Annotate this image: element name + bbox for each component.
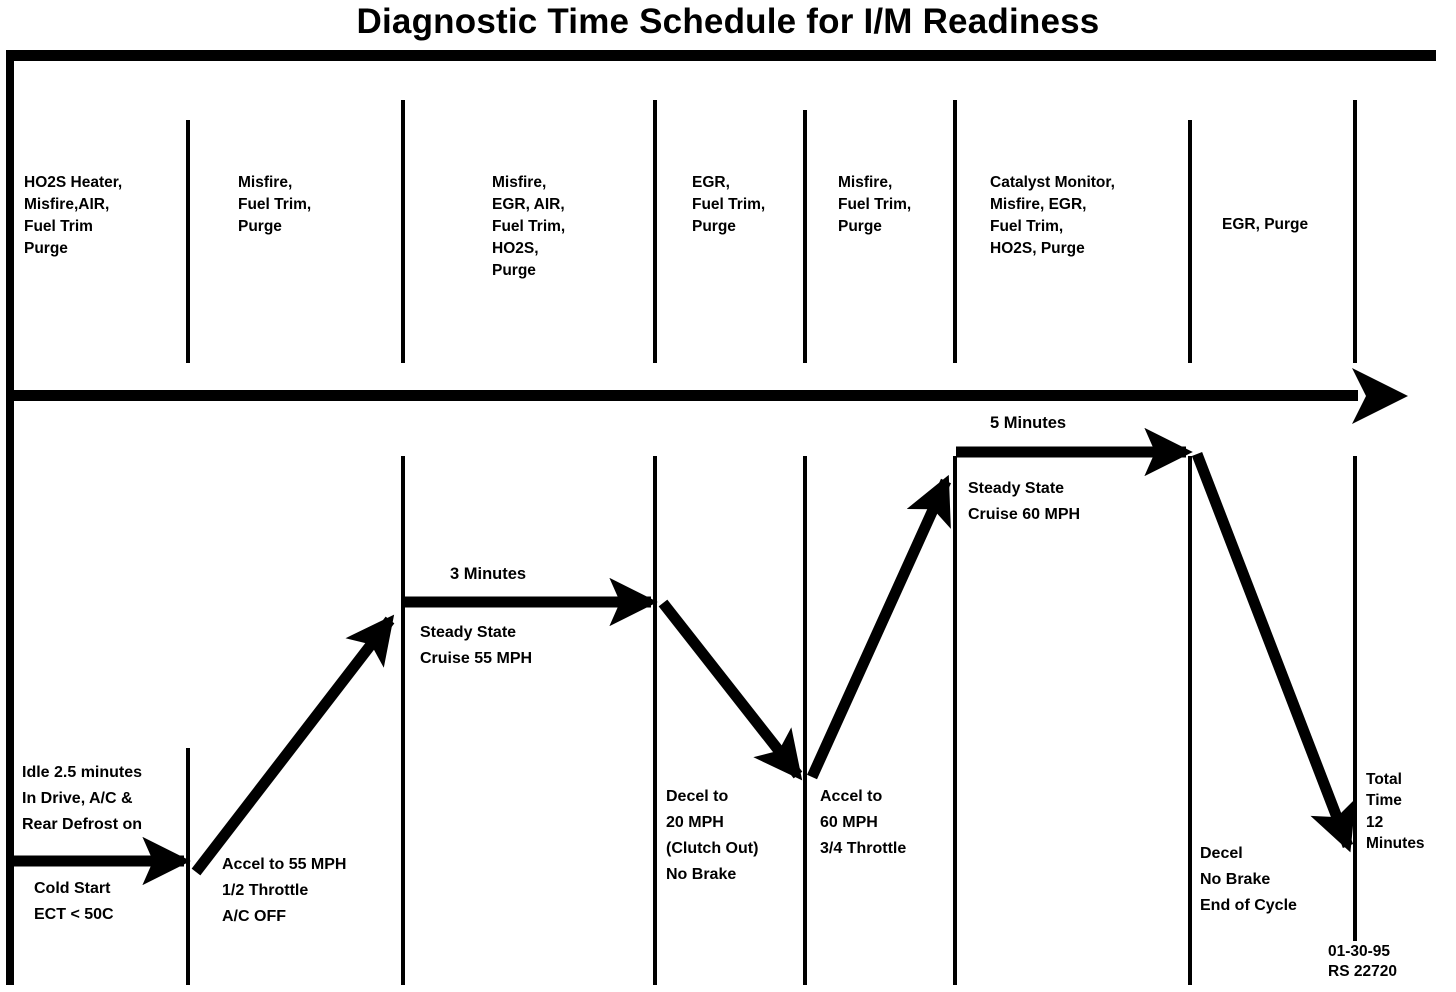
- monitor-section-7: EGR, Purge: [1222, 216, 1309, 233]
- accel-60-arrow: [806, 474, 952, 780]
- monitor-section-2: Misfire, Fuel Trim, Purge: [238, 174, 312, 235]
- footer-date: 01-30-95: [1328, 943, 1391, 960]
- divider-top-5: [953, 100, 957, 363]
- divider-top-6: [1188, 120, 1192, 363]
- time-axis-shaft: [6, 390, 1358, 401]
- final-decel-arrow: [1191, 452, 1356, 853]
- divider-top-7: [1353, 100, 1357, 363]
- divider-bottom-6: [1188, 456, 1192, 985]
- accel-55-arrow: [191, 614, 395, 876]
- divider-top-3: [653, 100, 657, 363]
- footer-doc-id: RS 22720: [1328, 963, 1397, 980]
- divider-top-1: [186, 120, 190, 363]
- monitor-section-4: EGR, Fuel Trim, Purge: [692, 174, 766, 235]
- left-edge: [6, 50, 14, 985]
- final-decel-label: Decel No Brake End of Cycle: [1200, 845, 1297, 914]
- divider-bottom-4: [803, 456, 807, 985]
- divider-top-4: [803, 110, 807, 363]
- idle-step-above-label: Idle 2.5 minutes In Drive, A/C & Rear De…: [22, 764, 143, 833]
- monitor-section-1: HO2S Heater, Misfire,AIR, Fuel Trim Purg…: [24, 174, 123, 257]
- decel-20-arrow: [658, 599, 803, 781]
- divider-top-2: [401, 100, 405, 363]
- cruise-60-duration-label: 5 Minutes: [990, 414, 1067, 432]
- divider-bottom-2: [401, 456, 405, 985]
- divider-bottom-5: [953, 456, 957, 985]
- time-axis-arrowhead: [1352, 368, 1408, 424]
- cruise-55-duration-label: 3 Minutes: [450, 565, 527, 583]
- cruise-60-label: Steady State Cruise 60 MPH: [968, 480, 1081, 523]
- page-title: Diagnostic Time Schedule for I/M Readine…: [356, 2, 1100, 41]
- divider-bottom-7: [1353, 456, 1357, 941]
- total-time-label: Total Time 12 Minutes: [1366, 771, 1425, 853]
- accel-55-label: Accel to 55 MPH 1/2 Throttle A/C OFF: [222, 856, 347, 925]
- accel-60-label: Accel to 60 MPH 3/4 Throttle: [820, 788, 907, 857]
- monitor-section-6: Catalyst Monitor, Misfire, EGR, Fuel Tri…: [990, 174, 1115, 257]
- top-rule: [6, 50, 1436, 61]
- decel-20-label: Decel to 20 MPH (Clutch Out) No Brake: [666, 788, 759, 883]
- monitor-section-5: Misfire, Fuel Trim, Purge: [838, 174, 912, 235]
- idle-step-below-label: Cold Start ECT < 50C: [34, 880, 114, 923]
- cruise-55-label: Steady State Cruise 55 MPH: [420, 624, 533, 667]
- monitor-section-3: Misfire, EGR, AIR, Fuel Trim, HO2S, Purg…: [492, 174, 566, 279]
- divider-bottom-3: [653, 456, 657, 985]
